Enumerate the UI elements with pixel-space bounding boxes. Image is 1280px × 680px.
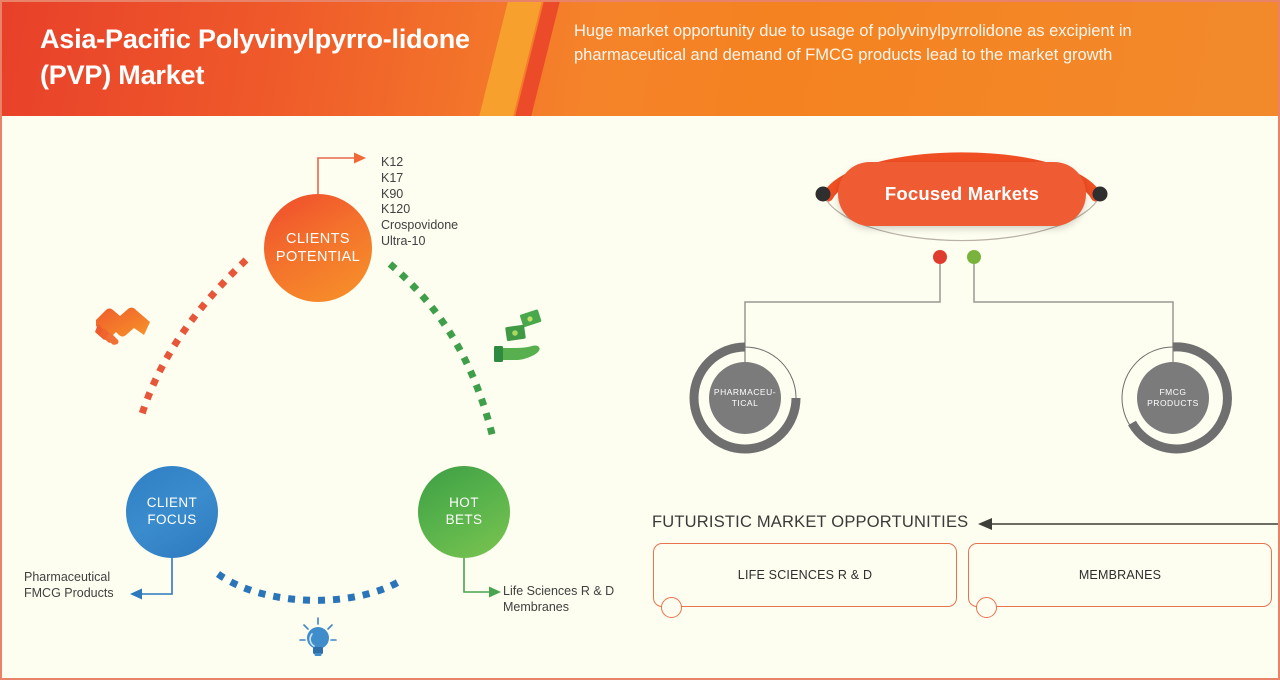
futuristic-arrow (978, 518, 1278, 530)
grade-item: K12 (381, 155, 404, 169)
pill-knob-right (1092, 186, 1108, 202)
bubble-label-line1: CLIENTS (285, 230, 351, 247)
hot-bets-callout: Life Sciences R & D Membranes (503, 584, 614, 615)
market-node-fmcg[interactable]: FMCG PRODUCTS (1137, 362, 1209, 434)
focused-markets-pill[interactable]: Focused Markets (838, 162, 1086, 226)
hot-bets-leader (463, 558, 501, 598)
handshake-icon (95, 307, 150, 345)
clients-potential-leader (317, 152, 366, 194)
header-subtitle: Huge market opportunity due to usage of … (574, 22, 1132, 64)
green-dot (967, 250, 981, 264)
callout-line: Life Sciences R & D (503, 584, 615, 598)
markets-branch-connectors (744, 264, 1174, 362)
bubble-clients-potential[interactable]: CLIENTS POTENTIAL (264, 194, 372, 302)
arc-orange-dotted (138, 257, 249, 416)
bubble-label-line2: BETS (445, 512, 483, 527)
grade-item: K90 (381, 186, 404, 201)
lightbulb-icon (299, 617, 337, 656)
bubble-label-line2: POTENTIAL (275, 249, 361, 265)
bubble-label-line2: FOCUS (147, 512, 197, 527)
bubble-client-focus[interactable]: CLIENT FOCUS (126, 466, 218, 558)
opportunity-card-label: LIFE SCIENCES R & D (737, 568, 873, 582)
node-label-line1: FMCG (1159, 386, 1187, 397)
futuristic-heading: FUTURISTIC MARKET OPPORTUNITIES (652, 513, 969, 531)
callout-line: Pharmaceutical (24, 570, 111, 584)
callout-line: FMCG Products (24, 585, 114, 600)
bubble-hot-bets[interactable]: HOT BETS (418, 466, 510, 558)
callout-line: Membranes (503, 599, 569, 614)
opportunity-card-label: MEMBRANES (1078, 568, 1162, 582)
money-hand-icon (494, 309, 542, 362)
clients-potential-grade-list: K12 K17 K90 K120 Crospovidone Ultra-10 (381, 155, 458, 250)
node-label-line2: TICAL (731, 398, 759, 408)
header-banner: Asia-Pacific Polyvinylpyrro-lidone (PVP)… (2, 2, 1278, 116)
arc-green-dotted (387, 261, 497, 439)
bubble-label-line1: HOT (449, 495, 479, 511)
opportunity-card-membranes[interactable]: MEMBRANES (968, 543, 1272, 607)
opportunity-card-knob (661, 597, 682, 618)
red-dot (933, 250, 947, 264)
grade-item: Ultra-10 (381, 233, 426, 248)
focused-markets-label: Focused Markets (884, 183, 1040, 204)
arc-blue-dotted (215, 571, 404, 604)
client-focus-leader (130, 558, 173, 600)
pill-knob-left (815, 186, 831, 202)
node-label-line2: PRODUCTS (1147, 398, 1199, 408)
node-label-line1: PHARMACEU- (713, 386, 777, 397)
grade-item: K17 (381, 170, 404, 185)
client-focus-callout: Pharmaceutical FMCG Products (24, 570, 114, 601)
grade-item: Crospovidone (381, 218, 459, 232)
opportunity-card-life-sciences[interactable]: LIFE SCIENCES R & D (653, 543, 957, 607)
opportunity-card-knob (976, 597, 997, 618)
bubble-label-line1: CLIENT (146, 495, 198, 511)
page-title: Asia-Pacific Polyvinylpyrro-lidone (PVP)… (40, 24, 470, 90)
grade-item: K120 (381, 202, 411, 217)
market-node-pharmaceutical[interactable]: PHARMACEU- TICAL (709, 362, 781, 434)
